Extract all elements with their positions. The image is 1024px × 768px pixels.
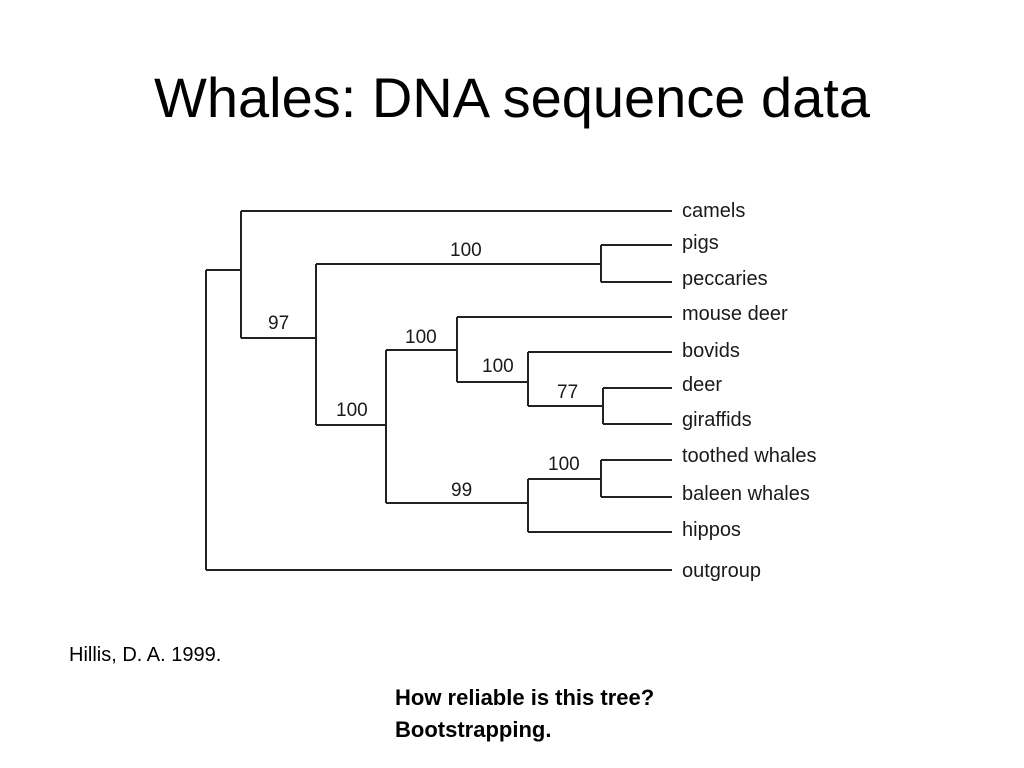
taxon-label-pigs: pigs: [682, 232, 719, 254]
answer-line: Bootstrapping.: [395, 717, 552, 742]
support-value-bovids-deer-giraffids: 100: [482, 356, 514, 377]
question-text-block: How reliable is this tree? Bootstrapping…: [395, 682, 654, 746]
taxon-label-bovids: bovids: [682, 340, 740, 362]
taxon-label-peccaries: peccaries: [682, 268, 768, 290]
slide-title: Whales: DNA sequence data: [154, 66, 870, 129]
taxon-label-camels: camels: [682, 200, 745, 222]
taxon-label-hippos: hippos: [682, 519, 741, 541]
question-line: How reliable is this tree?: [395, 685, 655, 710]
support-value-whales: 100: [548, 454, 580, 475]
support-value-ruminants-whales-hippos: 100: [336, 400, 368, 421]
phylogenetic-tree: camels pigs peccaries mouse deer bovids …: [205, 200, 817, 582]
support-value-pigs-peccaries: 100: [450, 240, 482, 261]
taxon-label-toothed-whales: toothed whales: [682, 445, 817, 467]
support-value-ingroup: 97: [268, 313, 289, 334]
support-value-whales-hippos: 99: [451, 480, 472, 501]
taxon-label-outgroup: outgroup: [682, 560, 761, 582]
taxon-label-giraffids: giraffids: [682, 409, 752, 431]
citation-text: Hillis, D. A. 1999.: [69, 644, 222, 666]
taxon-label-deer: deer: [682, 374, 722, 396]
taxon-label-mouse-deer: mouse deer: [682, 303, 788, 325]
support-value-deer-giraffids: 77: [557, 382, 578, 403]
taxon-label-baleen-whales: baleen whales: [682, 483, 810, 505]
support-value-ruminants: 100: [405, 327, 437, 348]
tree-branches: [205, 210, 672, 571]
